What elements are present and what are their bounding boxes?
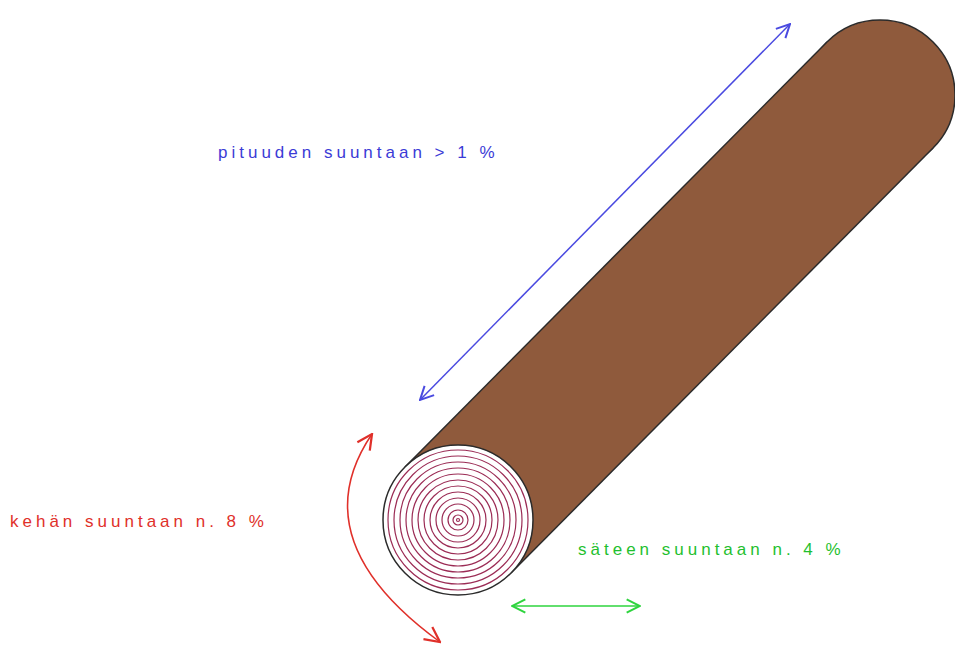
log-edge: [511, 148, 933, 573]
radial-arrow: [512, 605, 640, 607]
tangential-label: kehän suuntaan n. 8 %: [10, 512, 268, 532]
log-end-face: [383, 445, 533, 595]
tangential-arrow: [348, 434, 440, 642]
length-arrow: [420, 24, 790, 400]
annual-rings: [388, 450, 528, 590]
log-edge: [405, 42, 827, 467]
length-label: pituuden suuntaan > 1 %: [218, 143, 499, 163]
radial-label: säteen suuntaan n. 4 %: [578, 540, 845, 560]
